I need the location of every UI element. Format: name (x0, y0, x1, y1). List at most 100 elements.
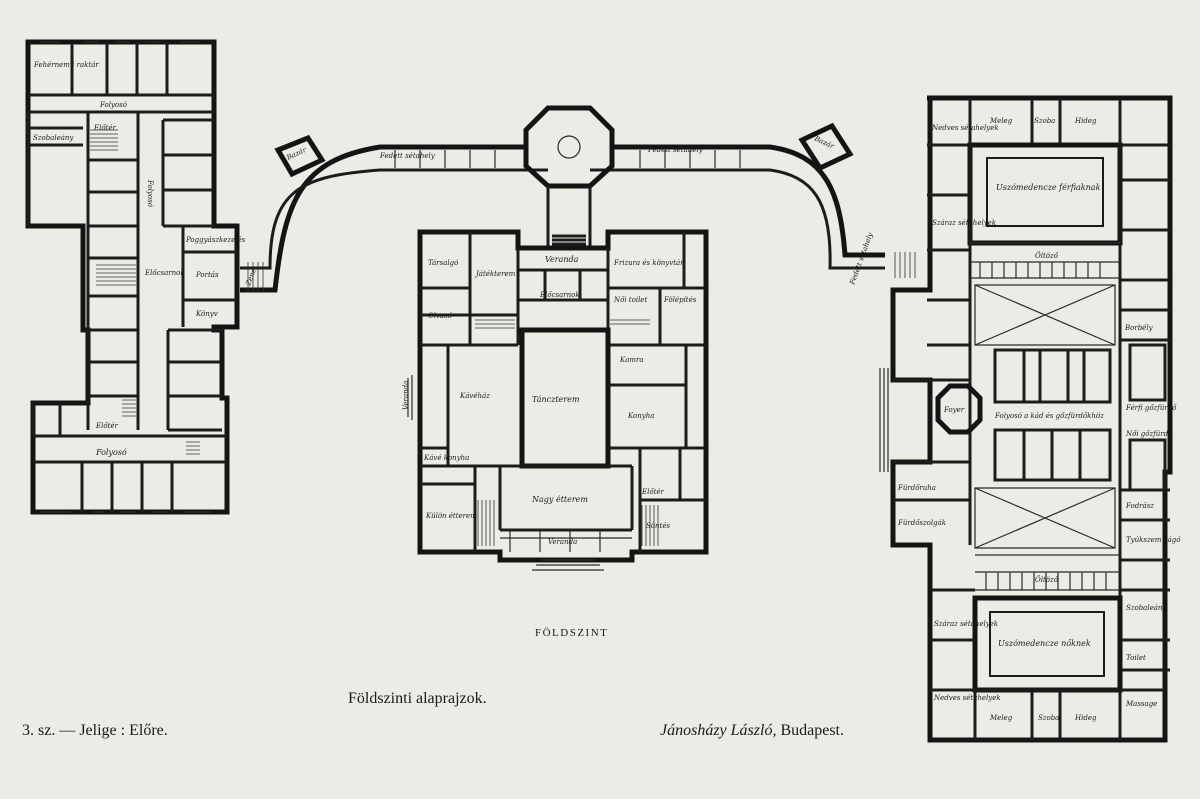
label-fedett-left: Fedett sétahely (379, 152, 436, 160)
label-kave-konyha: Kávé konyha (423, 454, 469, 462)
walkway-steps-right (894, 252, 916, 278)
label-veranda-left: Veranda (402, 381, 410, 410)
label-fodrasz: Fodrász (1125, 502, 1154, 510)
left-wing-outline-top (25, 39, 240, 515)
figure-caption: Földszinti alaprajzok. (348, 690, 487, 707)
bath-vault-top (974, 284, 1116, 346)
left-wing-left-rooms (28, 112, 140, 430)
label-noi-gozfurdo: Női gőzfürdő (1125, 429, 1173, 438)
label-uszo-noi: Uszómedencze nőknek (998, 639, 1091, 648)
central-upper-left-rooms (420, 232, 520, 347)
label-veranda-bottom: Veranda (548, 538, 577, 546)
label-veranda-top: Veranda (545, 255, 579, 264)
bath-foyer-octagon (935, 383, 983, 435)
label-sebes: Söntés (646, 522, 670, 530)
label-bazar-right: Bazár (812, 134, 835, 151)
room-labels: Fehérnemű raktár Folyosó Szobaleány Előt… (33, 60, 1180, 722)
label-zene: Zene (244, 267, 258, 287)
entry-number: 3. sz. — Jelige : Előre. (22, 722, 168, 739)
author-city: Budapest. (776, 722, 844, 739)
label-konyha: Konyha (627, 412, 654, 420)
central-stairs (475, 319, 659, 546)
men-pool-basin (986, 157, 1104, 227)
bath-steam-rooms (993, 348, 1112, 482)
level-label: FÖLDSZINT (535, 627, 609, 639)
label-poggyasz: Poggyászkezelés (185, 236, 246, 244)
pavilion-passage (546, 186, 592, 246)
walkway-outer-wall (240, 144, 885, 293)
label-toilet: Toilet (1126, 654, 1146, 662)
left-wing-entrance-block (181, 226, 237, 327)
women-pool-basin (989, 611, 1105, 677)
label-folyoso-bottom: Folyosó (95, 448, 127, 457)
central-veranda-bottom (500, 530, 632, 552)
bath-outline (890, 95, 1173, 743)
label-foldszint-hall: Fölépítés (663, 296, 697, 304)
label-fedett-small: Fedett sétahely (848, 231, 875, 287)
label-furdoruha: Fürdőruha (897, 483, 936, 492)
author-credit: Jánosházy László, Budapest. (660, 722, 844, 740)
label-foyer: Foyer (943, 406, 965, 414)
walkway-columns (394, 150, 741, 168)
left-wing-bottom-rooms (31, 403, 227, 512)
label-portas: Portás (195, 271, 219, 279)
label-tarsalgo: Társalgó (428, 259, 458, 267)
central-left-rooms (420, 345, 518, 552)
label-jatekterem: Játékterem (474, 270, 516, 278)
walkway-steps-left (247, 262, 264, 292)
label-konyv: Könyv (195, 310, 218, 318)
bath-house-plan (879, 95, 1173, 743)
bath-side-colonnade (879, 368, 889, 472)
bath-right-baths (1128, 343, 1167, 492)
men-pool-hall (967, 142, 1123, 246)
central-lobby (518, 270, 608, 302)
left-wing-right-rooms (161, 118, 222, 432)
left-wing-plan (25, 39, 240, 515)
covered-walkway (240, 105, 916, 293)
label-folyoso-side: Folyosó (146, 179, 154, 207)
label-kamra: Kamra (619, 356, 644, 364)
label-borbely: Borbély (1124, 324, 1154, 332)
label-hideg-bottom: Hideg (1074, 714, 1097, 722)
bazaar-kiosk-right (798, 122, 854, 172)
label-tanacsterem: Tánczterem (532, 395, 580, 404)
central-side-steps (407, 375, 413, 420)
bazaar-kiosk-left (274, 134, 326, 178)
label-elocsarnok-mid: Előcsarnok (539, 290, 580, 299)
label-tyukszem: Tyúkszem vágó (1126, 536, 1180, 544)
author-name: Jánosházy László, (660, 722, 777, 739)
label-fedett-right: Fedett sétahely (647, 146, 704, 154)
pavilion-fountain (557, 135, 581, 159)
label-olvaso: Olvasó (428, 312, 452, 320)
left-wing-top-rooms (28, 42, 214, 97)
label-nedves-top: Nedves sétahelyek (931, 124, 999, 132)
label-ottero: Öltöző (1035, 251, 1059, 260)
octagon-pavilion (523, 105, 615, 189)
label-eloter: Előtér (93, 123, 117, 132)
label-szobaleany: Szobaleány (33, 134, 74, 142)
label-szaraz-bottom: Száraz sétahelyek (934, 620, 998, 628)
label-folyoso-kad: Folyosó a kád és gőzfürdőkhöz (994, 411, 1104, 420)
bath-vault-bottom (974, 487, 1116, 549)
label-kulon-etterem: Külön étterem (425, 512, 477, 520)
label-fehernemu: Fehérnemű raktár (33, 60, 99, 69)
central-building-plan (407, 229, 709, 571)
label-szoba-top: Szoba (1034, 117, 1055, 125)
label-szaraz-top: Száraz sétahelyek (932, 219, 996, 227)
bath-left-rooms (893, 98, 972, 545)
label-nagy-etterem: Nagy étterem (531, 495, 588, 504)
label-eloter2: Előtér (95, 421, 119, 430)
bath-bottom-rooms (930, 588, 1165, 740)
label-furdoszolgak: Fürdőszolgák (897, 518, 946, 527)
central-dining-hall (498, 464, 634, 532)
label-nedves-bottom: Nedves sétahelyek (933, 694, 1001, 702)
bath-cabins-bottom (975, 554, 1120, 591)
label-elocsarnok-left: Előcsarnok (144, 268, 185, 277)
central-upper-right-rooms (606, 232, 706, 347)
label-meleg-top: Meleg (989, 117, 1013, 125)
label-noi-toilet: Női toilet (613, 295, 647, 304)
label-frizura: Frizura és könyvtár (613, 259, 684, 267)
label-folyoso-top: Folyosó (99, 101, 127, 109)
left-wing-stairs (90, 129, 200, 455)
